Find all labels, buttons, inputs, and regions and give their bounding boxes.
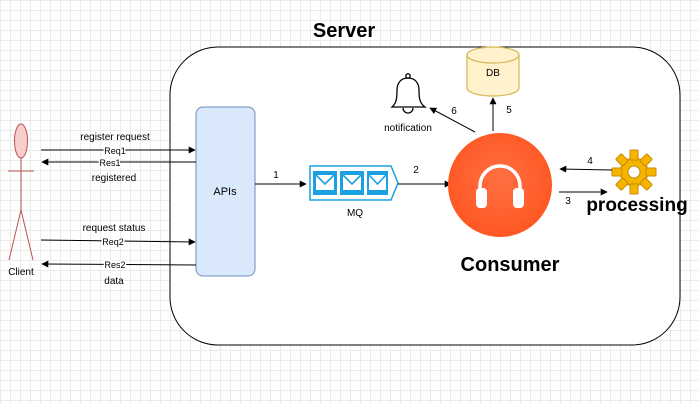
consumer-headphones-icon[interactable] (448, 133, 552, 237)
step4-arrow (559, 165, 613, 173)
server-container (169, 46, 681, 346)
res2-label: Res2 (104, 260, 125, 270)
mq-label: MQ (347, 208, 363, 219)
server-title: Server (313, 20, 375, 42)
client-label: Client (8, 267, 34, 278)
res2-arrow (41, 260, 197, 268)
notification-label: notification (384, 123, 432, 134)
registered-label: registered (92, 173, 136, 184)
step1-label: 1 (273, 170, 279, 181)
step5-label: 5 (506, 105, 512, 116)
apis-box[interactable] (195, 106, 256, 277)
processing-gear-icon[interactable] (611, 149, 657, 195)
data-label: data (104, 276, 124, 287)
apis-label: APIs (213, 186, 237, 198)
req2-arrow (40, 238, 196, 246)
mq-queue-icon[interactable] (309, 165, 399, 201)
req2-label: Req2 (102, 237, 124, 247)
request-status-label: request status (83, 223, 146, 234)
consumer-label: Consumer (461, 254, 560, 276)
db-label: DB (486, 68, 500, 79)
step6-label: 6 (451, 106, 457, 117)
step3-label: 3 (565, 196, 571, 207)
req1-label: Req1 (104, 146, 126, 156)
step4-label: 4 (587, 156, 593, 167)
register-request-label: register request (80, 132, 150, 143)
client-actor-icon (8, 123, 34, 261)
res1-label: Res1 (99, 158, 120, 168)
db-cylinder-icon[interactable] (466, 46, 520, 97)
notification-bell-icon[interactable] (390, 73, 428, 114)
processing-label: processing (586, 195, 687, 216)
step6-arrow (429, 107, 476, 133)
step2-label: 2 (413, 165, 419, 176)
